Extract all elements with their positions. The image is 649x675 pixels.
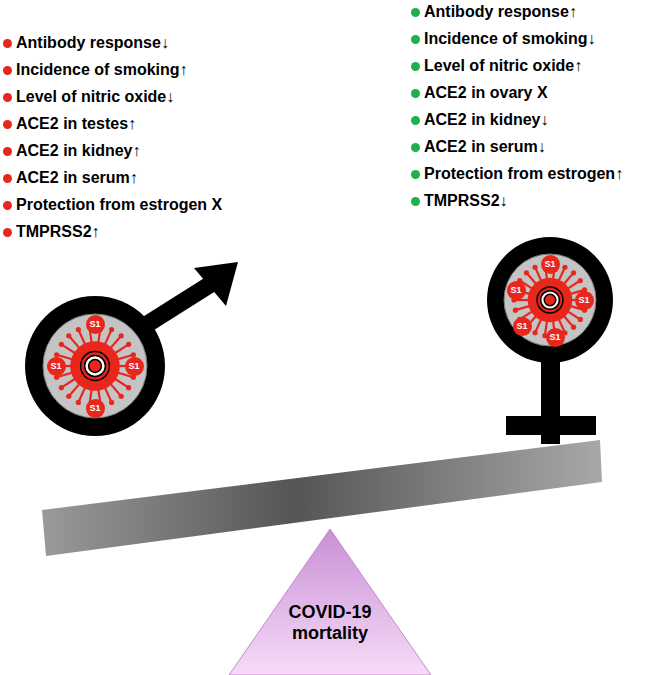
virus-spike-tip — [571, 270, 576, 275]
list-text: ACE2 in kidney↑ — [16, 142, 140, 160]
bullet-dot — [411, 143, 420, 152]
bullet-dot — [3, 120, 12, 129]
list-item: TMPRSS2↓ — [411, 192, 508, 210]
seesaw-beam — [42, 440, 602, 556]
list-item: Protection from estrogen X — [3, 196, 222, 214]
list-item: Incidence of smoking↑ — [3, 61, 188, 79]
bullet-dot — [3, 39, 12, 48]
virus-spike-tip — [578, 278, 583, 283]
list-text: Antibody response↓ — [16, 34, 169, 52]
list-item: ACE2 in kidney↓ — [411, 111, 548, 129]
bullet-dot — [3, 201, 12, 210]
virus-spike-tip — [532, 265, 537, 270]
spike-label: S1 — [86, 315, 105, 334]
virus-core — [541, 291, 560, 310]
list-text: Protection from estrogen X — [16, 196, 222, 214]
virus-spike-tip — [119, 394, 124, 399]
virus-spike-tip — [59, 385, 64, 390]
list-text: ACE2 in testes↑ — [16, 115, 136, 133]
virus-core — [544, 294, 556, 306]
bullet-dot — [3, 66, 12, 75]
list-item: Antibody response↓ — [3, 34, 169, 52]
list-text: ACE2 in serum↑ — [16, 169, 138, 187]
virus-spike-tip — [126, 342, 131, 347]
list-item: Level of nitric oxide↓ — [3, 88, 174, 106]
list-text: Incidence of smoking↓ — [424, 30, 596, 48]
list-text: Incidence of smoking↑ — [16, 61, 188, 79]
virus-spike-tip — [571, 325, 576, 330]
virus-core — [89, 360, 102, 373]
virus-spike-tip — [109, 400, 114, 405]
female-symbol — [487, 237, 613, 444]
bullet-dot — [411, 116, 420, 125]
virus-spike-tip — [578, 317, 583, 322]
fulcrum-label: COVID-19 mortality — [275, 602, 385, 645]
list-item: TMPRSS2↑ — [3, 223, 100, 241]
list-text: Level of nitric oxide↑ — [424, 57, 582, 75]
list-item: ACE2 in kidney↑ — [3, 142, 140, 160]
virus-spike-tip — [524, 270, 529, 275]
virus-body — [528, 278, 573, 323]
list-text: Antibody response↑ — [424, 3, 577, 21]
virus-spike-tip — [119, 333, 124, 338]
list-text: TMPRSS2↓ — [424, 192, 508, 210]
virus-body — [70, 341, 120, 391]
spike-label: S1 — [513, 317, 532, 336]
bullet-dot — [3, 174, 12, 183]
virus-spike-tip — [59, 342, 64, 347]
bullet-dot — [411, 62, 420, 71]
virus-spike-tip — [76, 327, 81, 332]
spike-label: S1 — [47, 357, 66, 376]
virus-spike-tip — [126, 385, 131, 390]
virus-spike-tip — [66, 394, 71, 399]
list-item: ACE2 in testes↑ — [3, 115, 136, 133]
male-symbol — [25, 262, 238, 436]
list-text: ACE2 in ovary X — [424, 84, 548, 102]
virus-spike-tip — [109, 327, 114, 332]
bullet-dot — [3, 93, 12, 102]
spike-label: S1 — [546, 328, 565, 347]
bullet-dot — [411, 197, 420, 206]
virus-core — [81, 352, 110, 381]
list-text: TMPRSS2↑ — [16, 223, 100, 241]
list-item: ACE2 in serum↑ — [3, 169, 138, 187]
virus-spike-tip — [513, 308, 518, 313]
virus-spike-tip — [562, 265, 567, 270]
list-item: ACE2 in serum↓ — [411, 138, 546, 156]
virus-spike-tip — [66, 333, 71, 338]
virus-spike-tip — [532, 330, 537, 335]
bullet-dot — [411, 89, 420, 98]
spike-label: S1 — [86, 399, 105, 418]
list-item: Antibody response↑ — [411, 3, 577, 21]
virus-spike-tip — [76, 400, 81, 405]
bullet-dot — [3, 228, 12, 237]
spike-label: S1 — [575, 291, 594, 310]
fulcrum-triangle: COVID-19 mortality — [228, 528, 432, 675]
virus-core — [537, 287, 563, 313]
spike-label: S1 — [125, 357, 144, 376]
bullet-dot — [411, 170, 420, 179]
spike-label: S1 — [541, 255, 560, 274]
triangle-shape — [228, 528, 432, 675]
bullet-dot — [411, 8, 420, 17]
list-item: Incidence of smoking↓ — [411, 30, 596, 48]
list-item: Protection from estrogen↑ — [411, 165, 623, 183]
bullet-dot — [3, 147, 12, 156]
bullet-dot — [411, 35, 420, 44]
list-text: ACE2 in kidney↓ — [424, 111, 548, 129]
virus-core — [85, 356, 106, 377]
list-text: Level of nitric oxide↓ — [16, 88, 174, 106]
list-text: Protection from estrogen↑ — [424, 165, 623, 183]
list-item: ACE2 in ovary X — [411, 84, 548, 102]
list-text: ACE2 in serum↓ — [424, 138, 546, 156]
spike-label: S1 — [507, 281, 526, 300]
list-item: Level of nitric oxide↑ — [411, 57, 582, 75]
